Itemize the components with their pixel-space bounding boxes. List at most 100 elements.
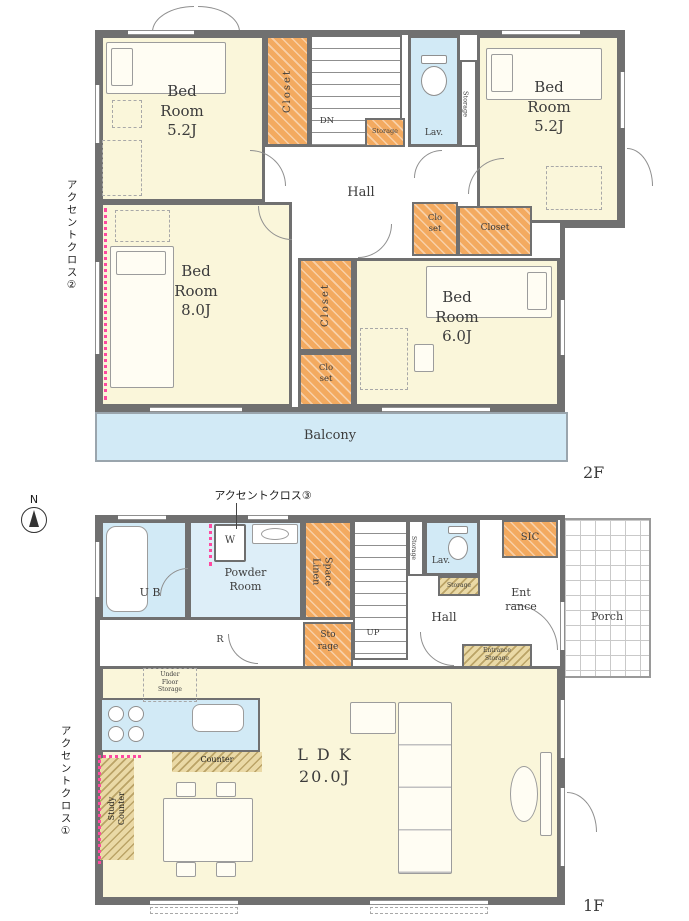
f1-up-label: UP [366, 628, 380, 638]
f2-hall-label: Hall [347, 185, 375, 200]
f1-eaves-dashed-2 [370, 907, 488, 914]
f2-accent-note-label: アクセントクロス② [65, 179, 78, 293]
f2-bedroom-w-label: Bed Room 8.0J [174, 262, 218, 319]
f1-stairs [353, 520, 408, 660]
f1-window-ldk-bottom-2 [370, 900, 488, 905]
f1-porch-label: Porch [590, 610, 624, 623]
f2-wall-bottom [95, 407, 565, 412]
f1-ldk-label: L D K 20.0J [297, 745, 353, 786]
f1-window-ldk-right-2 [560, 788, 565, 866]
compass-icon [21, 507, 47, 533]
f2-balcony-door-w [150, 407, 242, 412]
f1-entrance-storage-label: Entrance Storage [483, 647, 511, 662]
f2-desk-ne-icon [546, 166, 602, 210]
f2-bed-ne-pillow-icon [491, 54, 513, 92]
f2-window-nw-top [128, 30, 194, 35]
f1-powder-room-label: Powder Room [224, 566, 267, 594]
f1-porch [563, 518, 651, 678]
f2-closet-a-label: Closet [281, 69, 293, 113]
f1-plant-icon [510, 766, 538, 822]
compass-needle-icon [29, 510, 39, 527]
f1-vanity-basin-icon [261, 528, 289, 540]
f1-sofa-icon [398, 702, 452, 874]
f2-storage-a-label: Storage [372, 127, 398, 135]
f1-window-ub-left [95, 542, 100, 597]
f2-bed-w-pillow-icon [116, 251, 166, 275]
f1-window-ub-top [118, 515, 166, 520]
f1-accent-cloth-line-3 [209, 524, 212, 566]
f1-storage-small-label: Storage [447, 582, 471, 589]
f2-dashed-box-nw-icon [112, 100, 142, 128]
f2-chair-se-icon [414, 344, 434, 372]
f2-bedroom-se-label: Bed Room 6.0J [435, 288, 479, 345]
f2-casement-arc-left-icon [152, 6, 194, 32]
f1-toilet-tank-icon [448, 526, 468, 534]
f1-washer-label: W [224, 535, 236, 546]
f2-bed-nw-pillow-icon [111, 48, 133, 86]
f2-closet-a [265, 35, 310, 147]
f1-linen-space [303, 520, 353, 620]
f2-window-ne-top [502, 30, 580, 35]
f2-storage-b [460, 60, 477, 147]
f1-entrance-label: Ent rance [505, 586, 537, 614]
f1-chair-icon [176, 782, 196, 797]
f1-refrigerator-label: R [216, 634, 224, 645]
f1-storage-mid-label: Sto rage [317, 630, 339, 652]
f2-balcony-door-se [382, 407, 490, 412]
f2-balcony-label: Balcony [303, 428, 357, 443]
f1-casement-arc-ldk-icon [567, 792, 597, 832]
f1-under-floor-storage-label: Under Floor Storage [158, 671, 182, 693]
f1-entrance-door-opening [560, 602, 565, 650]
f1-accent-note-1-label: アクセントクロス① [59, 725, 72, 839]
f1-tv-icon [540, 752, 552, 836]
f1-bathtub-icon [106, 526, 148, 612]
f2-lav-label: Lav. [424, 128, 444, 138]
f2-storage-b-label: Storage [461, 91, 470, 117]
f1-floor-label: 1F [583, 896, 605, 915]
f2-wall-right-upper [620, 30, 625, 228]
f2-bed-se-pillow-icon [527, 272, 547, 310]
f2-closet-c [298, 352, 354, 407]
f2-desk-nw-icon [102, 140, 142, 196]
f1-counter [172, 752, 262, 772]
f1-accent-note-3-label: アクセントクロス③ [214, 489, 312, 502]
f1-washer-box [214, 524, 246, 562]
f2-bed-ne-icon [486, 48, 602, 100]
f1-kitchen-sink-icon [192, 704, 244, 732]
f2-desk-w-icon [115, 210, 170, 242]
f1-accent-cloth-line-1 [98, 755, 141, 864]
f2-bed-nw-icon [106, 42, 226, 94]
f2-window-ne-right [620, 72, 625, 128]
f2-toilet-tank-icon [421, 55, 447, 64]
f1-dining-table-icon [163, 798, 253, 862]
f1-window-powder-top [248, 515, 288, 520]
f1-chair-icon [176, 862, 196, 877]
f1-counter-label: Counter [200, 755, 234, 764]
f2-desk-se-icon [360, 328, 408, 390]
f2-window-nw-left [95, 85, 100, 143]
f2-bedroom-ne-label: Bed Room 5.2J [527, 78, 571, 135]
f1-sic-label: SIC [520, 532, 540, 543]
f1-unit-bath-label: U B [139, 586, 161, 599]
f2-closet-c-label: Clo set [318, 363, 334, 385]
f2-bed-w-icon [110, 246, 174, 388]
f2-wall-step [560, 223, 625, 228]
f2-accent-cloth-line [104, 208, 107, 400]
f1-storage-small [438, 576, 480, 596]
f2-window-w-left [95, 262, 100, 354]
f1-under-floor-storage-box [143, 668, 197, 702]
f1-toilet-bowl-icon [448, 536, 468, 560]
f1-burner-icon [128, 706, 144, 722]
f1-vanity-sink-icon [252, 524, 298, 544]
f2-closet-e [458, 206, 532, 256]
f1-burner-icon [108, 726, 124, 742]
f1-burner-icon [108, 706, 124, 722]
f2-closet-d [412, 202, 458, 256]
f1-linen-space-label: Linen Space [310, 557, 334, 587]
f1-lav-label: Lav. [431, 556, 451, 566]
f1-window-ldk-bottom-1 [150, 900, 238, 905]
f1-eaves-dashed-1 [150, 907, 238, 914]
f2-closet-b [298, 258, 354, 352]
f2-toilet-bowl-icon [421, 66, 447, 96]
